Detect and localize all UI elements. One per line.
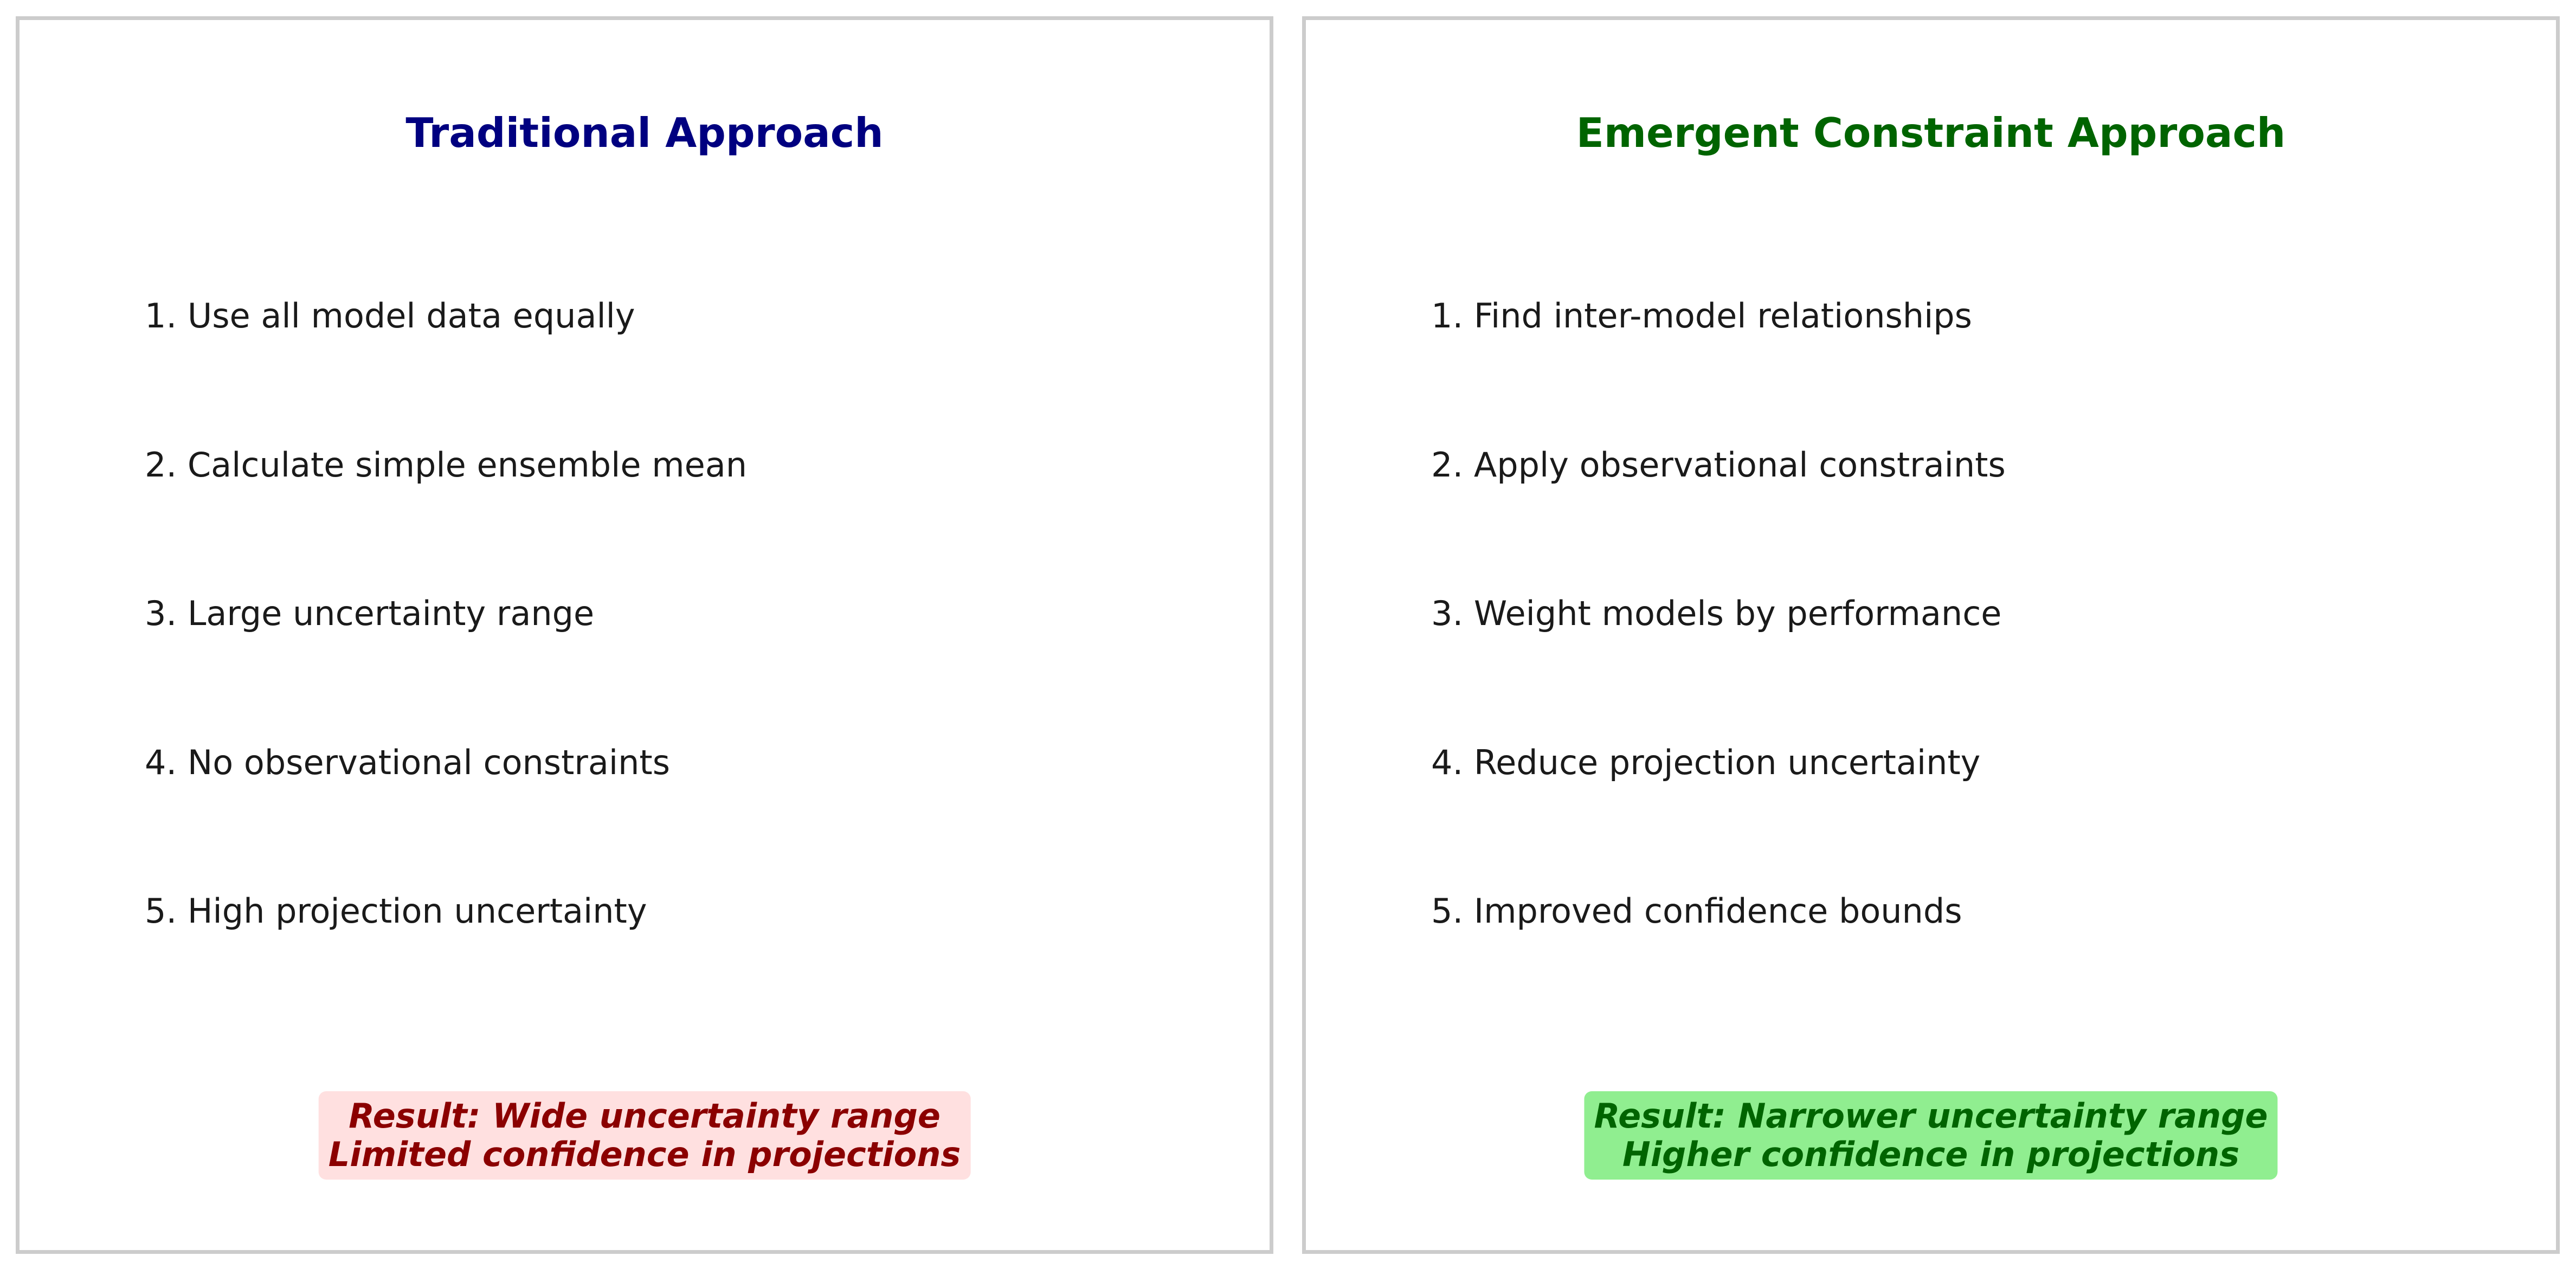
list-item: 1. Use all model data equally bbox=[145, 296, 635, 336]
result-line: Result: Wide uncertainty range bbox=[349, 1096, 941, 1136]
list-item: 1. Find inter-model relationships bbox=[1431, 296, 1972, 336]
panel-title: Traditional Approach bbox=[405, 109, 884, 157]
list-item: 3. Large uncertainty range bbox=[145, 594, 595, 633]
list-item: 4. Reduce projection uncertainty bbox=[1431, 743, 1981, 782]
result-line: Result: Narrower uncertainty range bbox=[1594, 1096, 2268, 1136]
list-item: 4. No observational constraints bbox=[145, 743, 671, 782]
traditional-approach-panel: Traditional Approach 1. Use all model da… bbox=[16, 16, 1273, 1254]
panel-title: Emergent Constraint Approach bbox=[1576, 109, 2286, 157]
list-item: 2. Apply observational constraints bbox=[1431, 445, 2006, 485]
result-box: Result: Narrower uncertainty range Highe… bbox=[1584, 1091, 2278, 1180]
list-item: 5. High projection uncertainty bbox=[145, 891, 647, 931]
list-item: 3. Weight models by performance bbox=[1431, 594, 2002, 633]
result-line: Higher confidence in projections bbox=[1622, 1135, 2240, 1175]
emergent-constraint-approach-panel: Emergent Constraint Approach 1. Find int… bbox=[1302, 16, 2560, 1254]
list-item: 5. Improved confidence bounds bbox=[1431, 891, 1962, 931]
result-line: Limited confidence in projections bbox=[328, 1135, 961, 1175]
list-item: 2. Calculate simple ensemble mean bbox=[145, 445, 748, 485]
result-box: Result: Wide uncertainty range Limited c… bbox=[318, 1091, 971, 1180]
